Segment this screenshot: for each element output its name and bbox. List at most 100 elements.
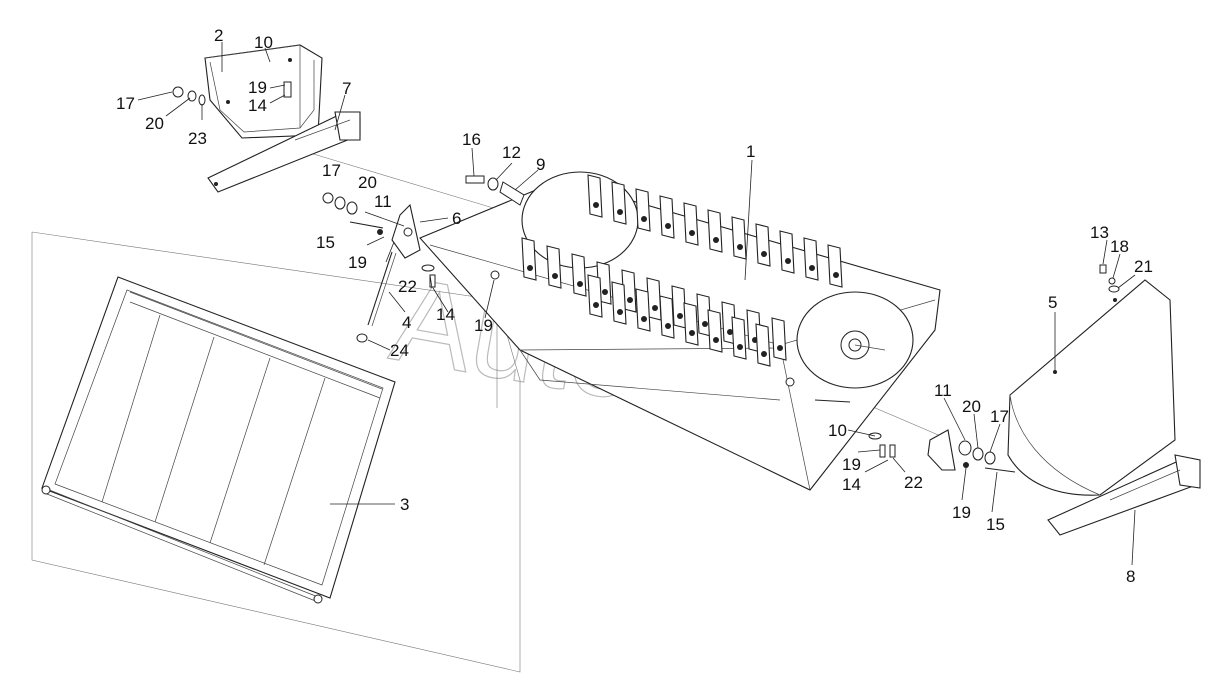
knife-bolt (713, 337, 719, 343)
knife-bolt (833, 272, 839, 278)
callout-19: 19 (474, 316, 493, 335)
callout-18: 18 (1110, 237, 1129, 256)
callout-19: 19 (842, 455, 861, 474)
rotor-knife (707, 209, 723, 253)
knife-bolt (641, 216, 647, 222)
callout-23: 23 (188, 129, 207, 148)
knife-bolt (641, 316, 647, 322)
rotor-knife (827, 244, 843, 288)
rotor-knife (707, 309, 723, 353)
rotor-knife (771, 317, 787, 361)
callout-20: 20 (962, 397, 981, 416)
knife-bolt (737, 244, 743, 250)
callout-17: 17 (116, 94, 135, 113)
rotor-knife (546, 245, 562, 289)
knife-bolt (617, 209, 623, 215)
knife-bolt (737, 344, 743, 350)
knife-bolt (617, 309, 623, 315)
callout-21: 21 (1134, 257, 1153, 276)
callout-17: 17 (322, 161, 341, 180)
callout-6: 6 (452, 209, 461, 228)
knife-bolt (652, 305, 658, 311)
leader-lines (137, 42, 1136, 566)
rotor-knife (587, 174, 603, 218)
knife-bolt (577, 281, 583, 287)
rotor-knife (611, 281, 627, 325)
callout-8: 8 (1126, 567, 1135, 586)
knife-bolt (677, 313, 683, 319)
knife-bolt (665, 323, 671, 329)
callout-15: 15 (316, 233, 335, 252)
callout-19: 19 (248, 78, 267, 97)
callout-4: 4 (402, 313, 411, 332)
callout-13: 13 (1090, 223, 1109, 242)
rotor-knife (755, 223, 771, 267)
top-shield-part-2 (204, 44, 323, 139)
callout-19: 19 (348, 253, 367, 272)
rotor-knives (521, 174, 843, 367)
knife-bolt (689, 330, 695, 336)
knife-bolt (602, 289, 608, 295)
rotor-knife (659, 195, 675, 239)
callout-17: 17 (990, 407, 1009, 426)
callout-10: 10 (254, 33, 273, 52)
callout-5: 5 (1048, 293, 1057, 312)
knife-bolt (627, 297, 633, 303)
callout-14: 14 (436, 305, 455, 324)
callout-16: 16 (462, 130, 481, 149)
callout-20: 20 (145, 114, 164, 133)
rotor-knife (683, 302, 699, 346)
rotor-knife (659, 295, 675, 339)
callout-19: 19 (952, 503, 971, 522)
knife-bolt (785, 258, 791, 264)
callout-7: 7 (342, 79, 351, 98)
rotor-knife (731, 216, 747, 260)
rotor-knife (587, 274, 603, 318)
rotor-knife (635, 288, 651, 332)
callout-15: 15 (986, 515, 1005, 534)
rotor-knife (521, 237, 537, 281)
knife-bolt (527, 265, 533, 271)
callouts: 2 10 17 19 14 7 20 23 16 12 9 1 17 20 11… (116, 26, 1153, 586)
rotor-knife (779, 230, 795, 274)
knife-bolt (727, 329, 733, 335)
callout-20: 20 (358, 173, 377, 192)
rotor-knife (683, 202, 699, 246)
side-cover-part-5 (1007, 279, 1176, 496)
knife-bolt (593, 202, 599, 208)
knife-bolt (665, 223, 671, 229)
knife-bolt (593, 302, 599, 308)
hardware (172, 81, 1120, 473)
screen-frame-part-3 (41, 276, 396, 604)
callout-24: 24 (390, 341, 409, 360)
callout-12: 12 (502, 143, 521, 162)
knife-bolt (761, 251, 767, 257)
callout-11: 11 (374, 192, 392, 211)
knife-bolt (552, 273, 558, 279)
left-hub-plate-part-6 (391, 203, 421, 259)
bracket-bar-part-8 (1047, 454, 1201, 536)
callout-14: 14 (248, 96, 267, 115)
knife-bolt (809, 265, 815, 271)
knife-bolt (702, 321, 708, 327)
knife-bolt (713, 237, 719, 243)
knife-bolt (689, 230, 695, 236)
callout-22: 22 (398, 277, 417, 296)
rotor-knife (803, 237, 819, 281)
callout-9: 9 (536, 155, 545, 174)
bracket-bar-part-7 (207, 111, 361, 193)
knife-bolt (777, 345, 783, 351)
callout-14: 14 (842, 475, 861, 494)
callout-22: 22 (904, 473, 923, 492)
rotor-knife (635, 188, 651, 232)
rotor-knife (611, 181, 627, 225)
callout-2: 2 (214, 26, 223, 45)
callout-11: 11 (934, 381, 952, 400)
callout-1: 1 (746, 142, 755, 161)
callout-3: 3 (400, 495, 409, 514)
rotor-knife (731, 316, 747, 360)
rotor-knife (755, 323, 771, 367)
callout-10: 10 (828, 421, 847, 440)
rotor-knife (571, 253, 587, 297)
